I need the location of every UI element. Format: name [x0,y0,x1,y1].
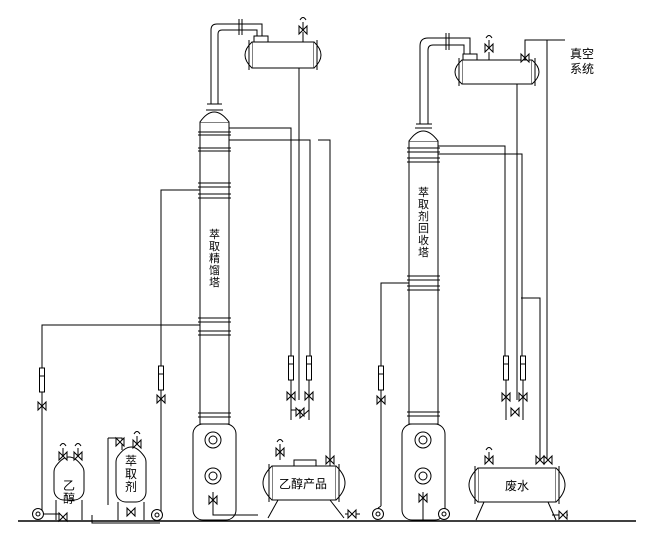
extractant-pump [151,509,163,521]
column1-shaft [199,121,230,425]
svg-text:萃取精馏塔: 萃取精馏塔 [209,228,220,289]
extractive-distillation-column: 萃取精馏塔 [192,19,263,521]
condenser-2 [454,35,565,460]
column2-piping [376,145,541,520]
svg-text:萃取剂回收塔: 萃取剂回收塔 [418,186,429,259]
column1-piping [37,127,331,516]
product-pump [372,508,384,520]
waste-receiver-label: 废水 [505,478,529,493]
product-receiver-label: 乙醇产品 [279,476,327,491]
vacuum-label-line1: 真空 [570,47,594,61]
tank-ethanol-label: 乙醇 [63,479,75,506]
column2-label: 萃取剂回收塔 [418,186,429,259]
column1-label: 萃取精馏塔 [209,228,220,289]
column2-shaft [408,140,439,425]
extractant-recovery-column: 萃取剂回收塔 [401,33,471,521]
tank-extractant-label: 萃取剂 [125,454,137,494]
extractant-feed-tank: 萃取剂 [107,431,147,520]
ethanol-feed-tank: 乙醇 [53,443,85,522]
waste-pump [438,508,450,520]
vacuum-label-line2: 系统 [570,62,594,76]
wastewater-receiver: 废水 [468,447,568,521]
ethanol-pump [32,508,44,520]
ethanol-product-receiver: 乙醇产品 [262,439,360,519]
condenser-1 [244,17,322,400]
